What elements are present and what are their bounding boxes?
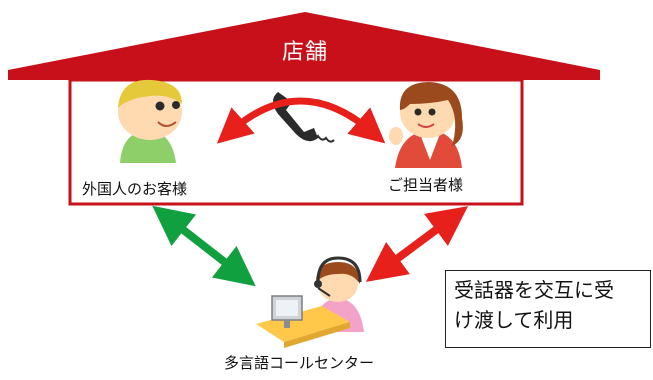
arrow-staff-callcenter (365, 206, 469, 282)
usage-note-box: 受話器を交互に受 け渡して利用 (445, 270, 651, 348)
usage-note-line-1: 受話器を交互に受 (454, 278, 614, 302)
staff-woman-icon (389, 82, 463, 168)
store-roof (8, 12, 600, 80)
store-frame (68, 78, 524, 206)
usage-note-line-2: け渡して利用 (454, 308, 574, 332)
staff-label: ご担当者様 (388, 176, 464, 194)
arrow-customer-callcenter (152, 205, 256, 287)
customer-boy-icon (118, 79, 182, 163)
store-title: 店舗 (281, 40, 328, 65)
call-center-label: 多言語コールセンター (224, 354, 375, 372)
computer-monitor-icon (256, 295, 350, 348)
arrow-customer-staff (216, 97, 386, 144)
customer-label: 外国人のお客様 (82, 180, 188, 198)
